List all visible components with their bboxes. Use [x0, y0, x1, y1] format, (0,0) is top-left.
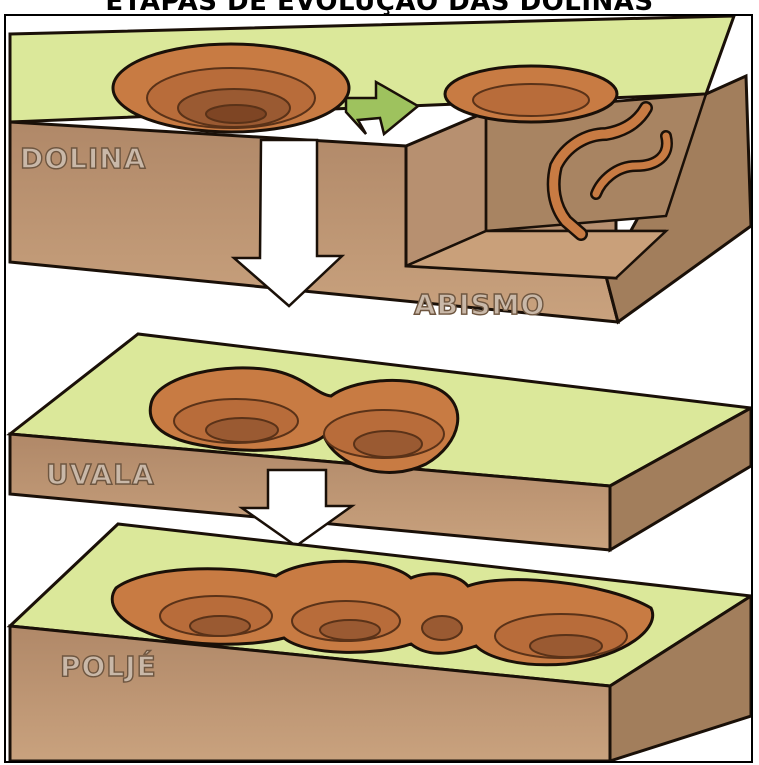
block-polje: POLJÉ — [10, 524, 751, 761]
label-uvala: UVALA — [46, 458, 155, 491]
block-dolina: DOLINA ABISMO — [10, 16, 751, 322]
label-polje: POLJÉ — [60, 649, 157, 683]
label-abismo: ABISMO — [414, 288, 545, 321]
block-uvala: UVALA — [10, 334, 751, 550]
label-dolina: DOLINA — [20, 142, 146, 175]
page-title: ETAPAS DE EVOLUÇÃO DAS DOLINAS — [0, 0, 759, 14]
karst-evolution-diagram: DOLINA ABISMO UVALA POLJÉ — [6, 16, 751, 761]
diagram-frame: DOLINA ABISMO UVALA POLJÉ — [4, 14, 753, 763]
